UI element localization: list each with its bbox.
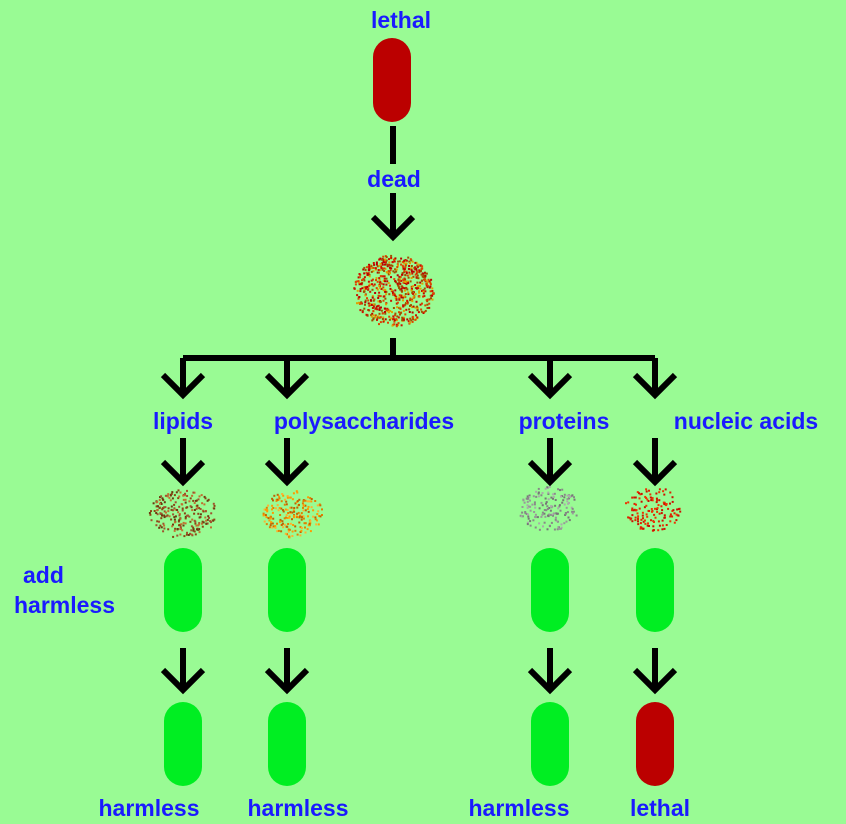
arrow-down-icon: [632, 358, 678, 400]
lethal-bacterium-icon: [373, 38, 411, 122]
dead-cell-debris-icon: [353, 254, 435, 328]
nucleic-acid-debris-icon: [625, 488, 682, 532]
label-add-harmless: add harmless: [14, 560, 115, 620]
label-lethal-top: lethal: [370, 7, 432, 33]
result-label-nucleic-acids: lethal: [629, 795, 691, 821]
label-proteins: proteins: [518, 408, 610, 434]
arrow-down-icon: [527, 438, 573, 487]
arrow-down-icon: [632, 438, 678, 487]
label-polysaccharides: polysaccharides: [273, 408, 455, 434]
result-label-lipids: harmless: [98, 795, 200, 821]
label-harmless-strain: harmless: [14, 592, 116, 618]
arrow-down-icon: [264, 358, 310, 400]
arrow-down-icon: [160, 648, 206, 695]
bacteria-layer: [164, 38, 674, 786]
protein-debris-icon: [519, 486, 578, 531]
harmless-bacterium-icon: [636, 548, 674, 632]
arrow-down-icon: [160, 438, 206, 487]
debris-layer: [148, 254, 682, 539]
label-lipids: lipids: [152, 408, 214, 434]
arrow-down-icon: [370, 193, 416, 242]
result-label-polysaccharides: harmless: [247, 795, 349, 821]
arrow-down-icon: [264, 648, 310, 695]
arrows-layer: [160, 126, 678, 695]
lethal-bacterium-result-icon: [636, 702, 674, 786]
harmless-bacterium-result-icon: [531, 702, 569, 786]
harmless-bacterium-icon: [164, 548, 202, 632]
label-dead: dead: [367, 166, 421, 192]
result-label-proteins: harmless: [468, 795, 570, 821]
label-add: add: [23, 562, 64, 588]
lipid-debris-icon: [148, 489, 216, 538]
polysaccharide-debris-icon: [262, 490, 323, 539]
arrow-down-icon: [160, 358, 206, 400]
arrow-down-icon: [264, 438, 310, 487]
harmless-bacterium-result-icon: [164, 702, 202, 786]
harmless-bacterium-icon: [268, 548, 306, 632]
arrow-down-icon: [527, 358, 573, 400]
label-nucleic-acids: nucleic acids: [673, 408, 819, 434]
arrow-down-icon: [632, 648, 678, 695]
harmless-bacterium-icon: [531, 548, 569, 632]
harmless-bacterium-result-icon: [268, 702, 306, 786]
arrow-down-icon: [527, 648, 573, 695]
